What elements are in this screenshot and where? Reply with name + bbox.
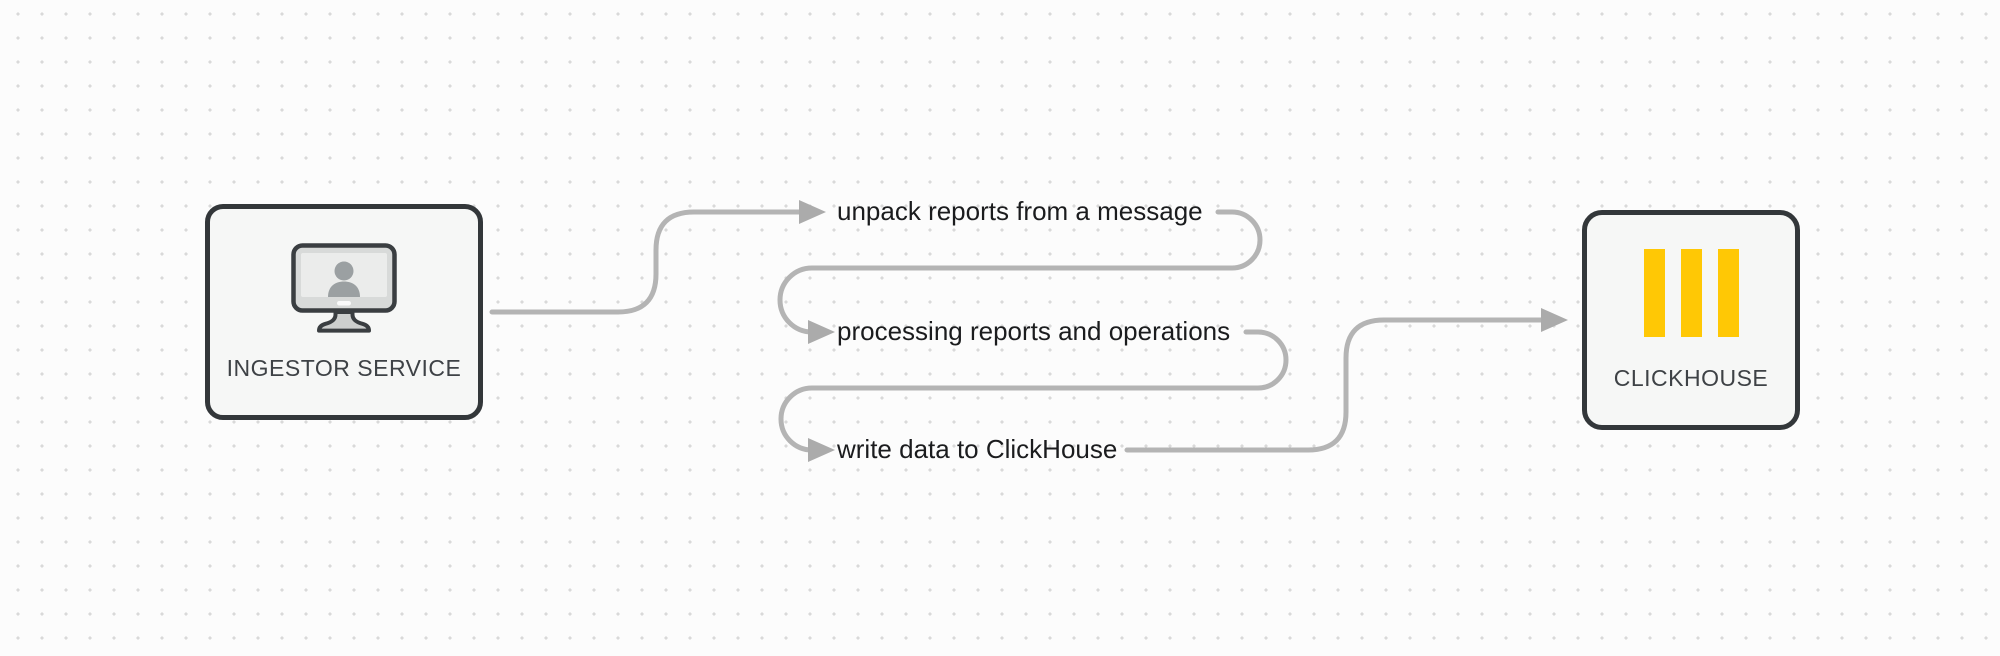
arrow-step3-to-clickhouse: [1124, 317, 1545, 453]
arrow-step2-to-step3: [778, 329, 1289, 453]
step-label-processing-reports: processing reports and operations: [837, 315, 1231, 346]
node-ingestor-service: INGESTOR SERVICE: [205, 204, 483, 420]
step-label-unpack-reports: unpack reports from a message: [837, 195, 1203, 226]
clickhouse-label: CLICKHOUSE: [1613, 364, 1769, 391]
arrow-step1-to-step2: [777, 209, 1263, 335]
arrowhead-step1: [799, 200, 826, 224]
ingestor-service-label: INGESTOR SERVICE: [226, 354, 462, 381]
user-monitor-icon: [291, 242, 397, 333]
arrowhead-step2: [808, 320, 835, 344]
step-label-write-data: write data to ClickHouse: [837, 433, 1118, 464]
arrowhead-step3: [808, 438, 835, 462]
node-clickhouse: CLICKHOUSE: [1582, 210, 1800, 430]
clickhouse-bars-icon: [1643, 248, 1739, 337]
arrow-ingestor-to-step1: [489, 209, 803, 315]
arrowhead-clickhouse: [1541, 308, 1568, 332]
